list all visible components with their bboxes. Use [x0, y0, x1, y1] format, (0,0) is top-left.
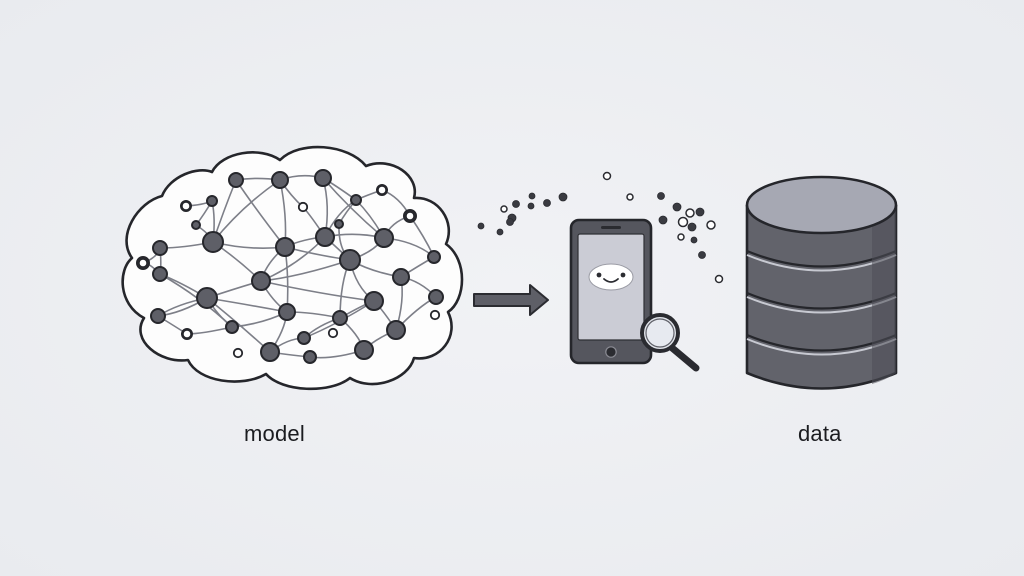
database-cylinder-icon — [745, 175, 898, 390]
data-label: data — [798, 421, 842, 446]
network-node — [339, 249, 361, 271]
network-ring-node — [181, 328, 193, 340]
brain-nodes — [136, 169, 444, 364]
network-node — [364, 291, 384, 311]
network-node — [334, 219, 344, 229]
network-node — [191, 220, 201, 230]
model-label: model — [244, 421, 305, 446]
network-ring-node — [297, 201, 309, 213]
network-node — [260, 342, 280, 362]
data-particle — [527, 202, 535, 210]
arrow-right-icon — [473, 284, 549, 316]
data-particle — [626, 193, 634, 201]
network-ring-node — [376, 184, 388, 196]
network-node — [251, 271, 271, 291]
network-node — [297, 331, 311, 345]
data-particle — [500, 205, 508, 213]
network-node — [350, 194, 362, 206]
data-particle — [685, 208, 695, 218]
network-node — [225, 320, 239, 334]
data-particle — [496, 228, 504, 236]
network-ring-node — [327, 327, 339, 339]
network-ring-node — [232, 347, 244, 359]
data-particle — [714, 274, 724, 284]
data-particle — [512, 200, 520, 208]
network-node — [315, 227, 335, 247]
data-particle — [657, 192, 665, 200]
network-edge — [260, 280, 375, 302]
network-node — [332, 310, 348, 326]
network-node — [206, 195, 218, 207]
smiley-bubble-icon — [588, 263, 634, 291]
network-node — [228, 172, 244, 188]
network-node — [303, 350, 317, 364]
network-node — [152, 266, 168, 282]
network-node — [354, 340, 374, 360]
data-particle — [506, 218, 514, 226]
data-particle — [528, 192, 536, 200]
data-particle — [690, 236, 698, 244]
network-node — [202, 231, 224, 253]
network-ring-node — [429, 309, 441, 321]
magnifying-glass-icon — [640, 313, 700, 372]
data-particle — [558, 192, 568, 202]
data-particle — [706, 220, 716, 230]
smartphone-icon — [569, 218, 700, 372]
data-particle — [687, 222, 697, 232]
data-particle — [602, 171, 612, 181]
network-node — [278, 303, 296, 321]
brain-outline — [121, 145, 464, 391]
data-particle — [672, 202, 682, 212]
network-node — [196, 287, 218, 309]
network-node — [392, 268, 410, 286]
data-particle — [695, 207, 705, 217]
network-ring-node — [180, 200, 192, 212]
data-particle — [698, 251, 706, 259]
network-node — [374, 228, 394, 248]
data-particle — [677, 216, 689, 228]
network-node — [314, 169, 332, 187]
data-particle — [477, 222, 485, 230]
network-node — [428, 289, 444, 305]
network-node — [152, 240, 168, 256]
network-ring-node — [137, 257, 149, 269]
data-particle — [658, 215, 668, 225]
network-node — [386, 320, 406, 340]
network-node — [275, 237, 295, 257]
data-particle — [677, 233, 685, 241]
network-ring-node — [404, 210, 416, 222]
data-particles — [477, 171, 724, 284]
brain-network-icon — [121, 145, 464, 391]
network-node — [271, 171, 289, 189]
network-node — [150, 308, 166, 324]
data-particle — [543, 199, 551, 207]
network-node — [427, 250, 441, 264]
